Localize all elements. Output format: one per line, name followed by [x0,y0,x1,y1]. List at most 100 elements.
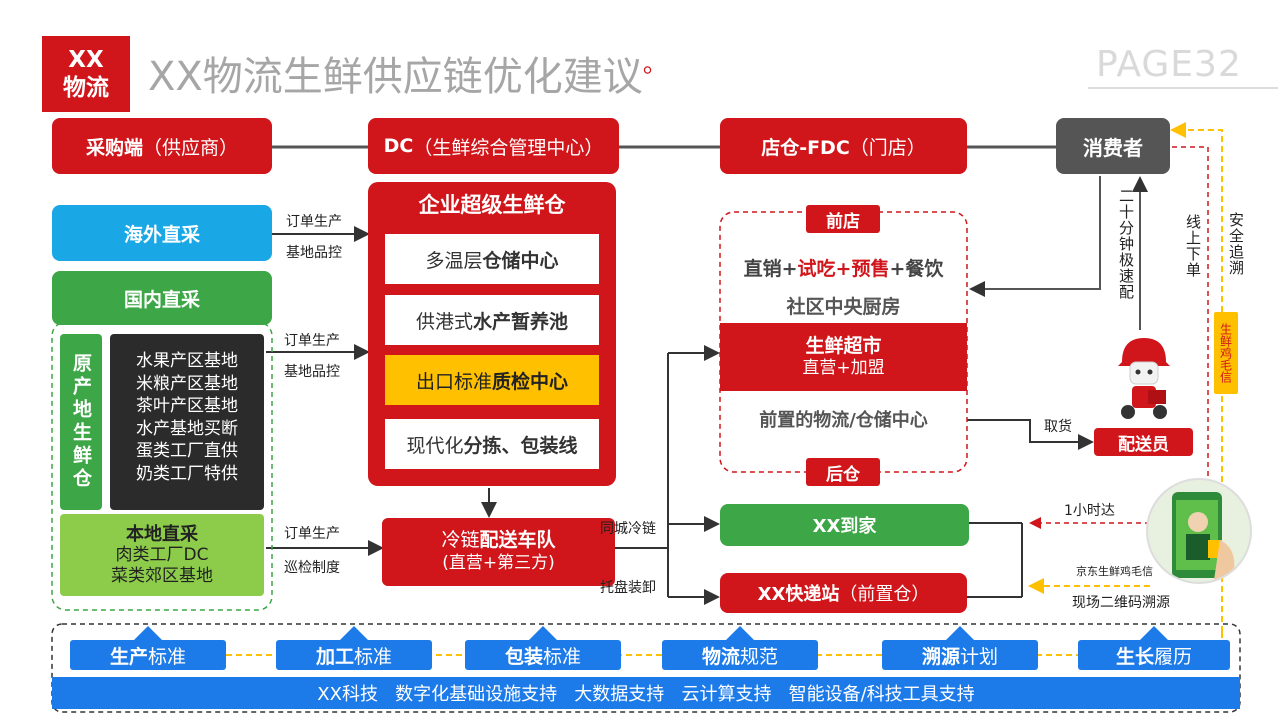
origin-warehouse: 原产地生鲜仓 [60,334,102,510]
supplier-label-bold: 采购端 [85,136,143,159]
courier-label: 配送员 [1118,434,1169,455]
up-arrow-icon [1140,626,1168,640]
standard-rest: 规范 [740,645,779,668]
tech-support-text: XX科技 数字化基础设施支持 大数据支持 云计算支持 智能设备/科技工具支持 [317,684,975,705]
local-title: 本地直采 [126,523,198,545]
consumer-label: 消费者 [1083,135,1143,160]
consumer-box: 消费者 [1056,118,1170,174]
standard-processing: 加工标准 [276,626,432,670]
store-fdc-box: 店仓-FDC（门店） [720,118,967,174]
standard-label-box: 溯源计划 [882,640,1038,670]
fleet-sub: (直营+第三方) [442,553,555,573]
online-order-vertical: 线上下单 [1183,214,1205,282]
safe-trace-text: 安全追溯 [1227,212,1245,276]
express-label-bold: XX快递站 [757,584,840,605]
standard-bold: 生长 [1115,645,1154,668]
standard-bold: 包装 [504,645,543,668]
jimao-text: 生鲜鸡毛信 [1218,323,1233,383]
page-title: XX物流生鲜供应链优化建议。 [148,44,667,102]
standard-traceability: 溯源计划 [882,626,1038,670]
up-arrow-icon [726,626,754,640]
pickup-label: 取货 [1044,419,1072,435]
tech-support-bar: XX科技 数字化基础设施支持 大数据支持 云计算支持 智能设备/科技工具支持 [52,677,1240,709]
warehouse-item-aquatic: 供港式水产暂养池 [385,295,599,345]
standard-label-box: 物流规范 [662,640,818,670]
qr-trace-label: 现场二维码溯源 [1072,595,1170,611]
order-label-3: 订单生产 [284,526,340,542]
quality-label-1: 基地品控 [286,245,342,261]
base-item: 水产基地买断 [136,418,238,439]
quality-pre: 出口标准 [415,370,492,393]
safe-trace-vertical: 安全追溯 [1226,212,1248,280]
jimao-tag: 生鲜鸡毛信 [1214,312,1238,394]
one-hour-label: 1小时达 [1064,503,1115,519]
fleet-title: 冷链配送车队 [441,529,555,552]
standard-packaging: 包装标准 [465,626,621,670]
standard-logistics: 物流规范 [662,626,818,670]
standard-rest: 标准 [543,645,582,668]
store-label-bold: 店仓-FDC [761,136,850,159]
fresh-supermarket: 生鲜超市 直营+加盟 [720,323,967,391]
up-arrow-icon [340,626,368,640]
home-delivery-label: XX到家 [812,516,877,537]
local-direct-box: 本地直采 肉类工厂DC 菜类郊区基地 [60,514,264,596]
fast-delivery-text: 二十分钟极速配 [1117,188,1135,300]
fleet-pre: 冷链 [441,529,480,551]
local-item: 肉类工厂DC [115,544,209,565]
standard-label-box: 生长履历 [1078,640,1230,670]
warehouse-item-storage: 多温层仓储中心 [385,234,599,284]
standard-production: 生产标准 [70,626,226,670]
standard-bold: 溯源 [921,645,960,668]
standards-row: 生产标准 加工标准 包装标准 物流规范 溯源计划 生长履历 [0,626,1280,670]
logo-line2: 物流 [63,75,109,101]
courier-figure-icon [1118,338,1170,419]
standard-growth: 生长履历 [1078,626,1230,670]
market-sub: 直营+加盟 [802,358,885,378]
quality-bold: 质检中心 [492,370,569,393]
standard-rest: 履历 [1154,645,1193,668]
standard-label-box: 包装标准 [465,640,621,670]
title-suffix: 。 [642,50,667,78]
phone-icon [1172,492,1235,580]
standard-bold: 物流 [701,645,740,668]
line1-a: 直销+ [743,257,798,280]
up-arrow-icon [529,626,557,640]
standard-bold: 加工 [315,645,354,668]
standard-rest: 标准 [148,645,187,668]
standard-rest: 标准 [354,645,393,668]
standard-rest: 计划 [960,645,999,668]
express-label-rest: （前置仓） [839,584,930,605]
front-logistics-center: 前置的物流/仓储中心 [759,410,928,431]
warehouse-item-quality: 出口标准质检中心 [385,355,599,405]
base-item: 米粮产区基地 [136,373,238,394]
supplier-box: 采购端（供应商） [52,118,272,174]
logo-badge: XX 物流 [42,36,130,112]
overseas-box: 海外直采 [52,205,272,261]
page-title-text: XX物流生鲜供应链优化建议 [148,54,643,100]
base-item: 奶类工厂特供 [136,463,238,484]
warehouse-item-sorting: 现代化分拣、包装线 [385,419,599,469]
back-warehouse-tag: 后仓 [806,458,880,486]
fleet-bold: 配送车队 [479,529,556,551]
storage-pre: 多温层 [425,249,483,272]
quality-label-2: 基地品控 [284,364,340,380]
line1-c: +餐饮 [889,257,944,280]
supplier-label-rest: （供应商） [143,136,239,159]
up-arrow-icon [946,626,974,640]
base-item: 水果产区基地 [136,351,238,371]
local-item: 菜类郊区基地 [111,565,213,586]
origin-vertical-label: 原产地生鲜仓 [70,353,92,491]
dc-box: DC（生鲜综合管理中心） [368,118,619,174]
sorting-pre: 现代化 [406,434,464,457]
line1-b: 试吃+预售 [797,257,890,280]
super-warehouse: 企业超级生鲜仓 多温层仓储中心 供港式水产暂养池 出口标准质检中心 现代化分拣、… [368,182,616,486]
jd-label: 京东生鲜鸡毛信 [1076,565,1153,578]
page-number: PAGE32 [1096,44,1242,85]
aquatic-pre: 供港式 [415,310,473,333]
cold-chain-fleet: 冷链配送车队 (直营+第三方) [382,518,615,586]
logo-line1: XX [68,47,104,73]
base-list: 水果产区基地 米粮产区基地 茶叶产区基地 水产基地买断 蛋类工厂直供 奶类工厂特… [110,334,264,510]
domestic-box: 国内直采 [52,271,272,325]
phone-app-image [1146,478,1252,584]
standard-bold: 生产 [109,645,148,668]
